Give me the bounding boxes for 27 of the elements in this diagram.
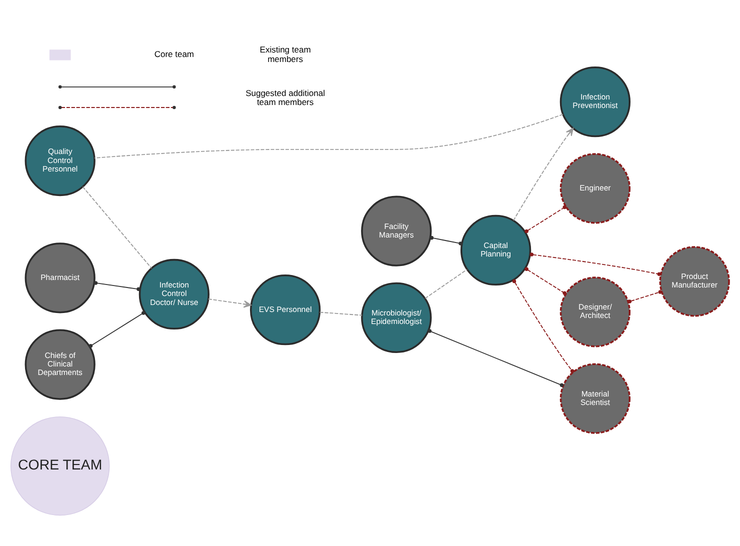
legend-label: Suggested additional team members xyxy=(246,88,325,108)
connector xyxy=(530,252,662,276)
connector xyxy=(94,114,564,158)
connector xyxy=(628,290,662,304)
connector xyxy=(430,236,462,246)
node-circle: CORE TEAM xyxy=(10,416,110,516)
connector xyxy=(424,269,468,299)
connector xyxy=(94,281,140,292)
arrow xyxy=(208,298,252,308)
connector xyxy=(524,205,566,234)
arrow xyxy=(513,128,574,221)
node-circle: Infection Control Doctor/ Nurse xyxy=(138,258,210,330)
connector xyxy=(512,279,574,373)
node-circle: EVS Personnel xyxy=(250,274,321,346)
connector xyxy=(82,186,152,269)
node-circle: Engineer xyxy=(560,153,630,224)
node-circle: Quality Control Personnel xyxy=(24,125,96,196)
node-circle: Capital Planning xyxy=(460,214,532,286)
connector xyxy=(428,329,564,388)
node-circle: Pharmacist xyxy=(24,242,96,314)
node-circle: Chiefs of Clinical Departments xyxy=(24,329,96,400)
connector xyxy=(319,312,362,316)
node-circle: Facility Managers xyxy=(361,196,432,266)
legend-label: Existing team members xyxy=(260,44,311,64)
connector xyxy=(524,267,566,296)
connector xyxy=(88,311,146,348)
legend-label: Core team xyxy=(154,49,194,60)
